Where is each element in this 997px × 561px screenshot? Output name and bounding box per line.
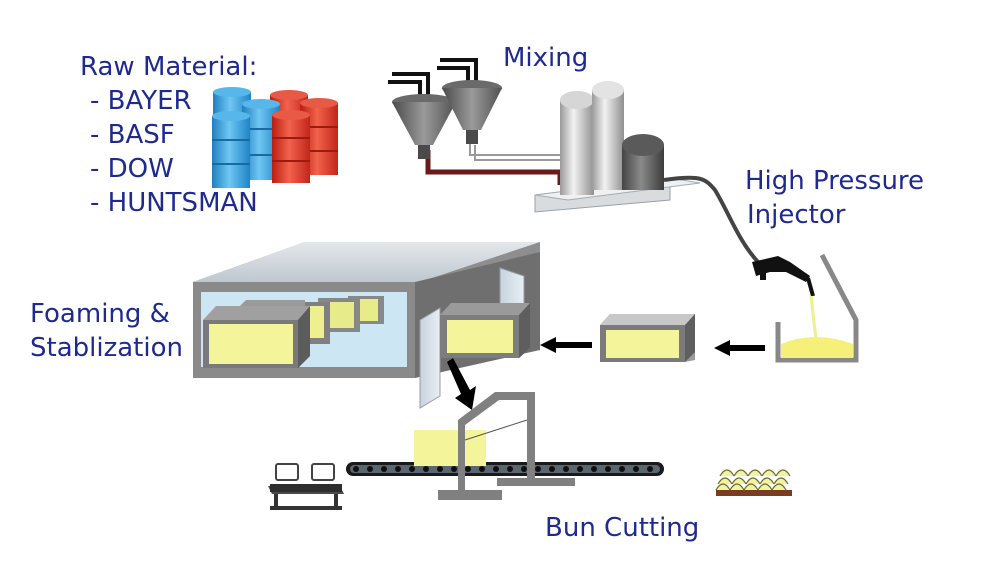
roller-icon — [619, 466, 625, 472]
flow-arrow-icon — [447, 358, 476, 410]
roller-icon — [395, 466, 401, 472]
flow-arrow-icon — [714, 340, 765, 356]
roller-icon — [507, 466, 513, 472]
supplier-item: - BAYER — [90, 86, 192, 116]
foam-block-icon — [440, 303, 530, 358]
roller-icon — [493, 466, 499, 472]
flow-arrow-icon — [540, 337, 592, 353]
foam-block-icon — [203, 306, 310, 368]
roller-icon — [409, 466, 415, 472]
foaming-label: Foaming & Stablization — [30, 297, 183, 365]
injector-label-line1: High Pressure — [745, 166, 925, 196]
roller-icon — [549, 466, 555, 472]
injector-label-line2: Injector — [747, 200, 846, 230]
supplier-item: - DOW — [90, 154, 174, 184]
foam-sheet-icon — [745, 477, 761, 485]
roller-icon — [521, 466, 527, 472]
foam-sheet-icon — [775, 469, 791, 477]
control-station-icon — [268, 463, 344, 510]
roller-icon — [353, 466, 359, 472]
foaming-label-line1: Foaming & — [30, 299, 170, 329]
roller-icon — [605, 466, 611, 472]
foam-sheet-icon — [771, 483, 787, 491]
pallet-icon — [716, 490, 792, 496]
roller-icon — [535, 466, 541, 472]
foam-sheet-icon — [731, 477, 747, 485]
foam-block-icon — [414, 430, 486, 466]
foam-sheet-icon — [743, 483, 759, 491]
blue-barrel-icon — [212, 111, 250, 188]
foam-sheet-icon — [757, 483, 773, 491]
supplier-list: - BAYER - BASF - DOW - HUNTSMAN — [80, 84, 258, 220]
roller-icon — [465, 466, 471, 472]
conveyor-belt-icon — [346, 462, 664, 476]
mixing-label: Mixing — [503, 43, 589, 73]
roller-icon — [437, 466, 443, 472]
foam-sheet-icon — [733, 469, 749, 477]
cut-foam-sheets-icon — [715, 469, 792, 496]
foam-sheet-icon — [761, 469, 777, 477]
roller-icon — [423, 466, 429, 472]
injector-label: High Pressure Injector — [745, 164, 924, 232]
foam-block-icon — [600, 314, 695, 362]
foam-sheet-icon — [729, 483, 745, 491]
barrels-icon — [212, 87, 338, 188]
foam-sheet-icon — [719, 469, 735, 477]
supplier-item: - HUNTSMAN — [90, 188, 258, 218]
foaming-label-line2: Stablization — [30, 333, 183, 363]
roller-icon — [647, 466, 653, 472]
red-barrel-icon — [272, 110, 310, 183]
bun-cutter-icon — [438, 392, 575, 500]
supplier-item: - BASF — [90, 120, 175, 150]
pour-container-icon — [775, 253, 859, 363]
roller-icon — [451, 466, 457, 472]
foam-sheet-icon — [715, 483, 731, 491]
roller-icon — [479, 466, 485, 472]
cutting-label: Bun Cutting — [545, 513, 700, 543]
roller-icon — [633, 466, 639, 472]
roller-icon — [577, 466, 583, 472]
foaming-tunnel-icon — [193, 242, 540, 409]
roller-icon — [591, 466, 597, 472]
foam-sheet-icon — [717, 477, 733, 485]
raw-material-title: Raw Material: — [80, 52, 258, 82]
roller-icon — [367, 466, 373, 472]
foam-sheet-icon — [773, 477, 789, 485]
roller-icon — [563, 466, 569, 472]
foam-sheet-icon — [747, 469, 763, 477]
raw-material-block: Raw Material: - BAYER - BASF - DOW - HUN… — [80, 50, 258, 220]
roller-icon — [381, 466, 387, 472]
mixing-station-icon — [388, 58, 760, 264]
foam-sheet-icon — [759, 477, 775, 485]
injector-nozzle-icon — [752, 256, 818, 341]
